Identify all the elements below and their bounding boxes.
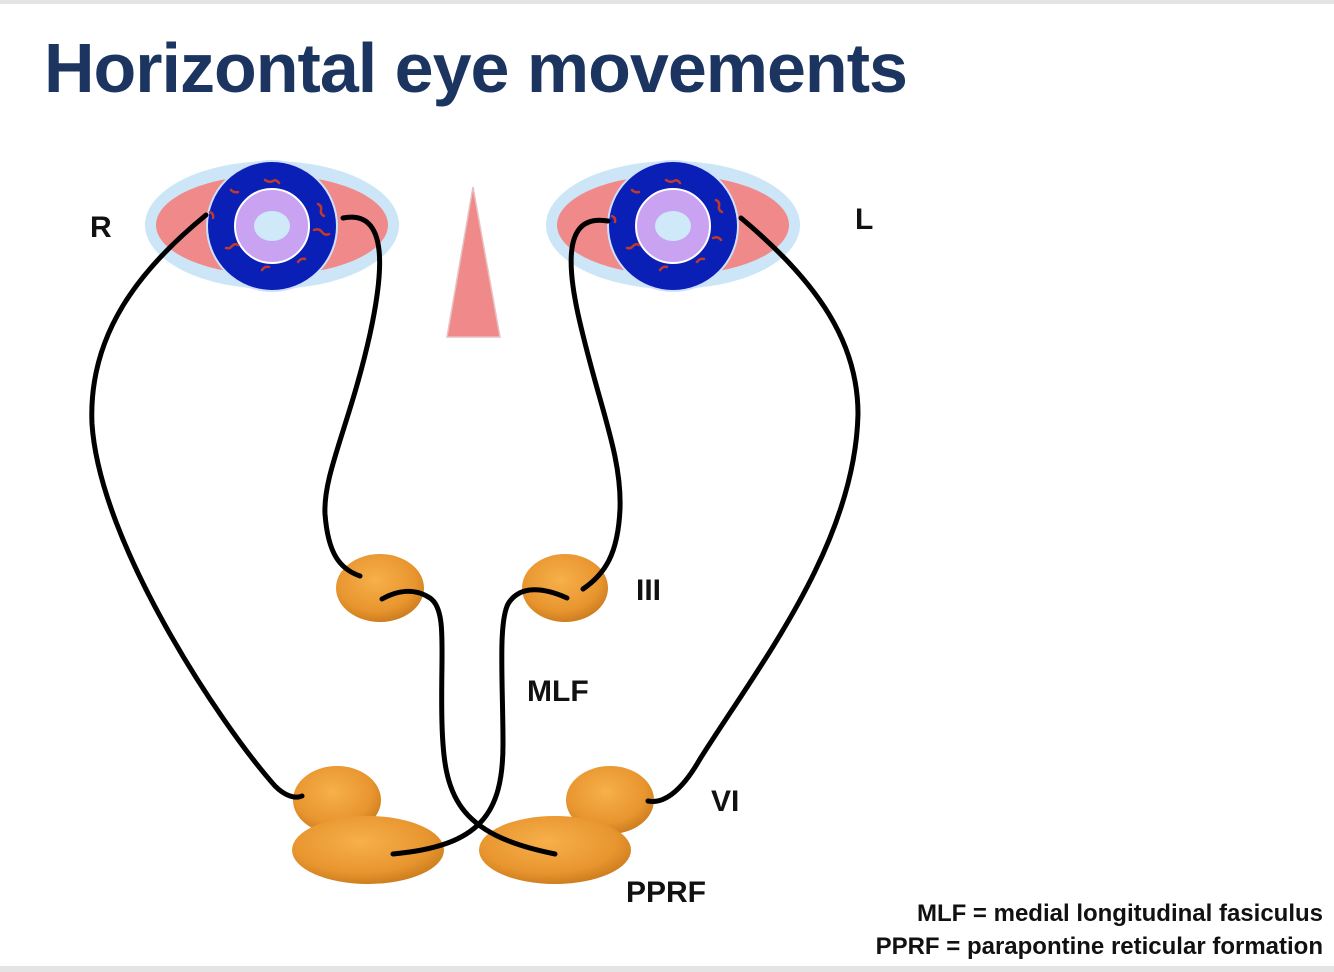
label-nucleus-iii: III xyxy=(636,574,661,607)
left-nucleus-vi xyxy=(566,766,654,834)
nerve-pathways xyxy=(89,212,861,857)
left-nucleus-iii xyxy=(522,554,608,622)
left-oculomotor-nerve xyxy=(568,217,623,592)
right-abducens-nerve xyxy=(89,212,305,800)
nuclei xyxy=(292,554,654,884)
label-nucleus-vi: VI xyxy=(711,785,739,818)
label-mlf: MLF xyxy=(527,675,589,708)
right-eye-pupil xyxy=(254,211,290,241)
left-eye xyxy=(546,160,800,292)
left-abducens-nerve xyxy=(645,215,861,804)
legend: MLF = medial longitudinal fasiculus PPRF… xyxy=(876,900,1323,960)
right-pprf xyxy=(292,816,444,884)
left-eye-pupil xyxy=(655,211,691,241)
legend-pprf: PPRF = parapontine reticular formation xyxy=(876,933,1323,960)
left-pprf xyxy=(479,816,631,884)
label-pprf: PPRF xyxy=(626,876,706,909)
nose-shape xyxy=(446,186,501,338)
left-eye-vessels xyxy=(610,178,724,272)
label-right-eye: R xyxy=(90,211,112,244)
slide-title: Horizontal eye movements xyxy=(44,29,908,107)
label-left-eye: L xyxy=(855,203,873,236)
right-oculomotor-nerve xyxy=(322,214,383,579)
legend-mlf: MLF = medial longitudinal fasiculus xyxy=(917,900,1323,927)
right-eye-vessels xyxy=(208,178,331,272)
right-eye xyxy=(145,160,399,292)
eye-movement-diagram: R L III MLF VI PPRF MLF = medial longitu… xyxy=(89,160,1323,960)
right-mlf-tract xyxy=(379,588,558,857)
right-nucleus-iii xyxy=(336,554,424,622)
left-mlf-tract xyxy=(390,587,570,857)
